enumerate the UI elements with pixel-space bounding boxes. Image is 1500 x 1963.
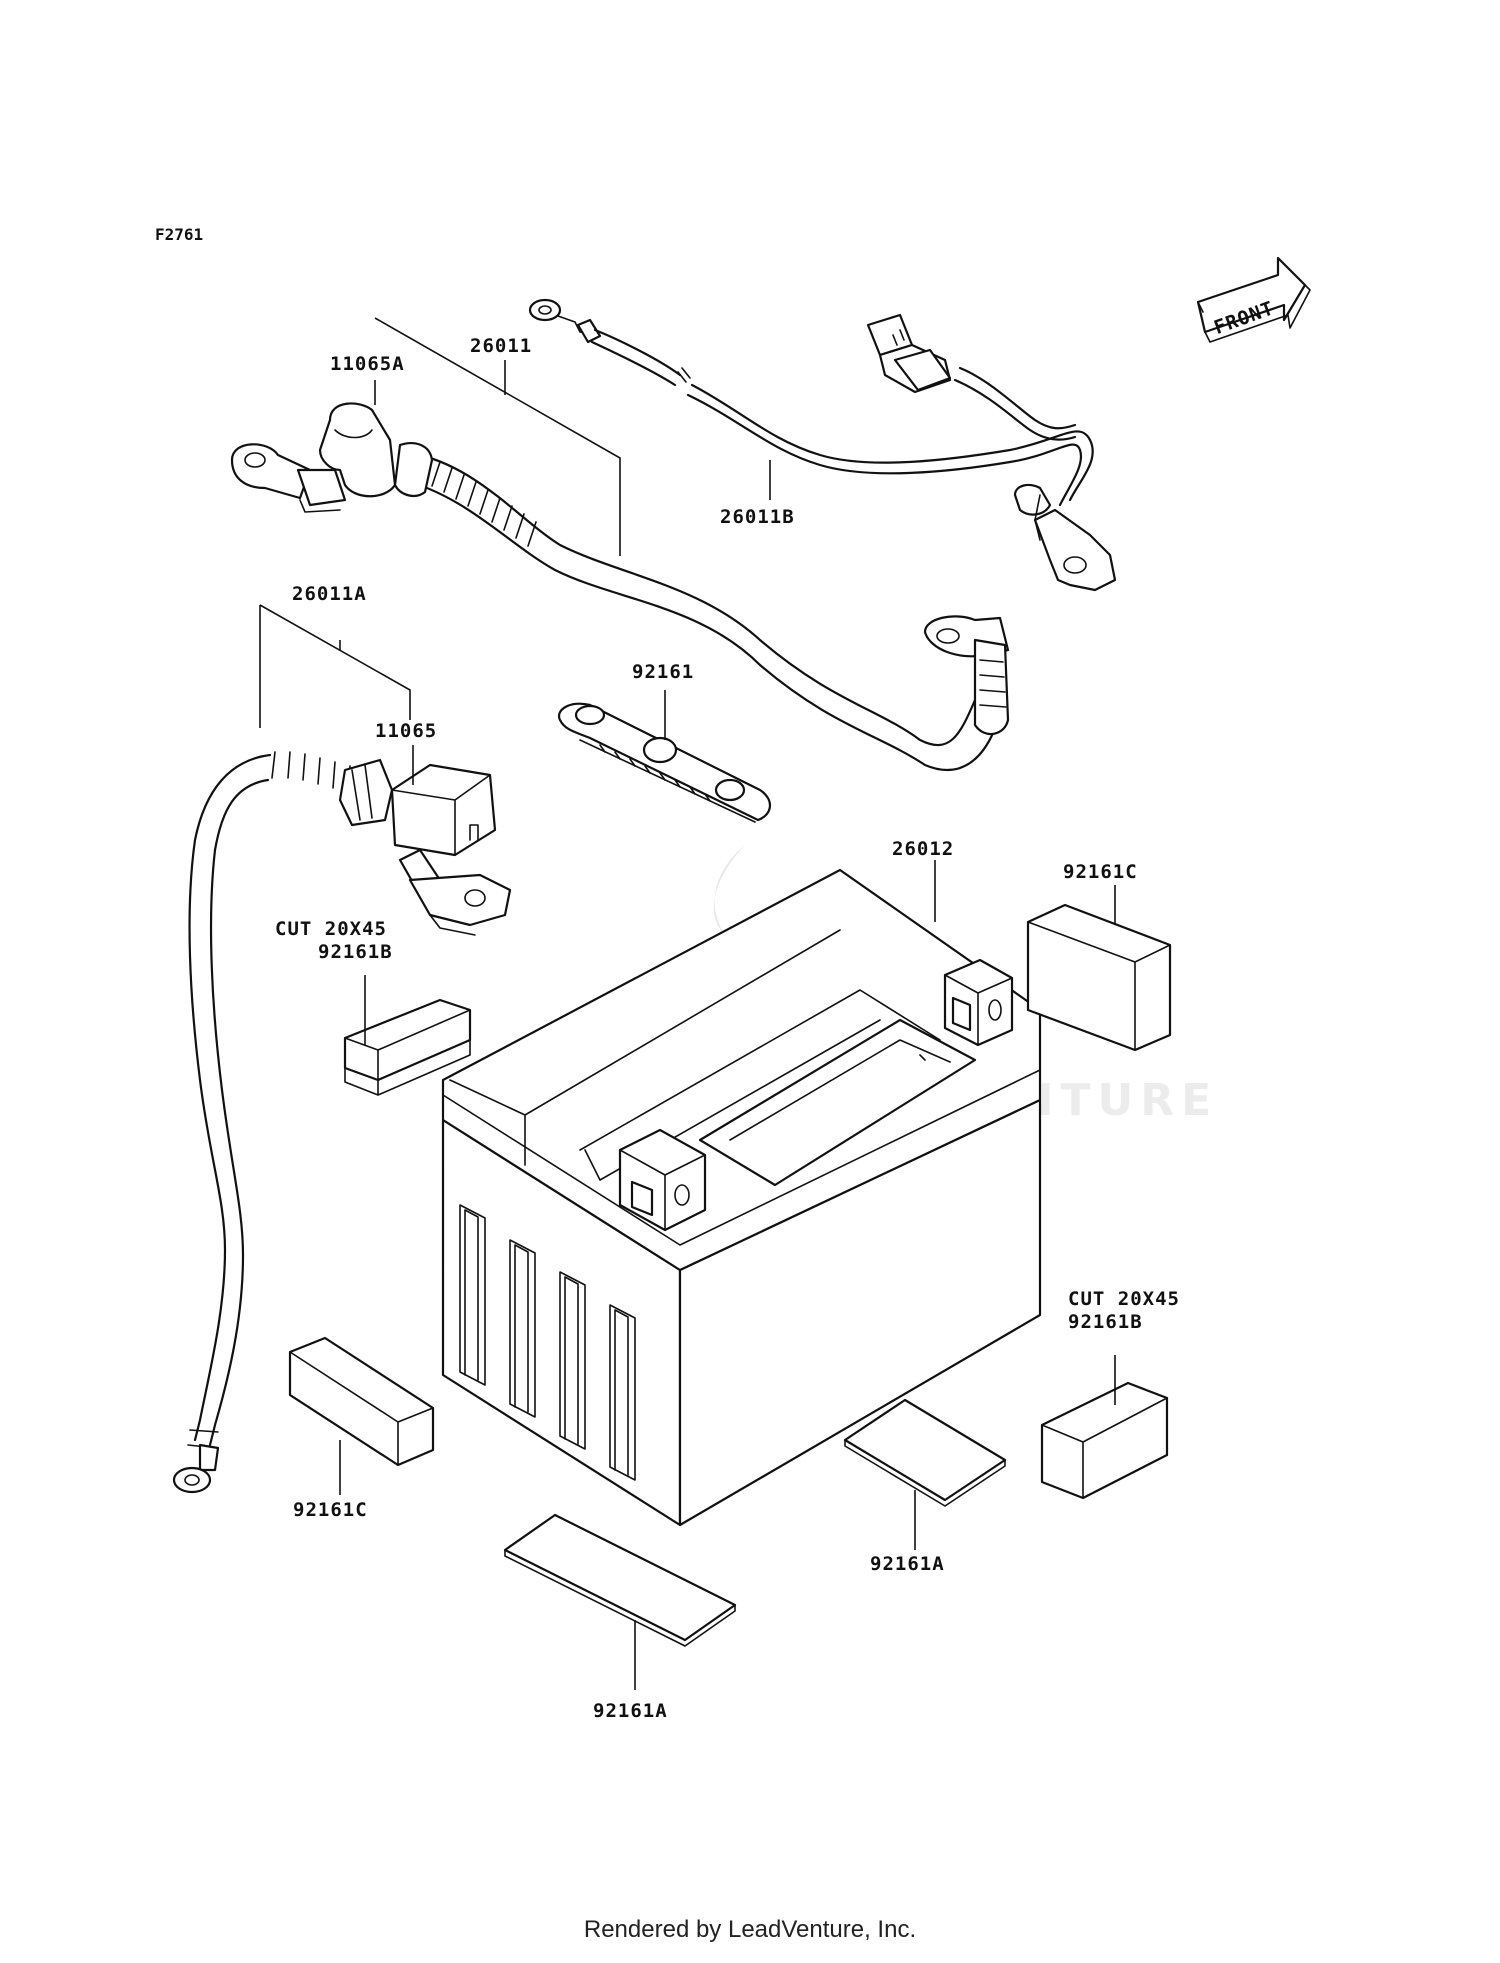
callout-92161C-right: 92161C [1063,861,1138,883]
callout-11065: 11065 [375,720,437,742]
callout-26011: 26011 [470,335,532,357]
pad-92161C-right [1026,903,1172,1052]
pad-92161C-left [288,1336,435,1467]
negative-cable [172,751,512,1494]
callout-92161A-right: 92161A [870,1553,945,1575]
callout-26011A: 26011A [292,583,367,605]
callout-labels: 11065A 26011 26011B 26011A 11065 92161 2… [275,335,1180,1722]
callout-26012: 26012 [892,838,954,860]
leader-lines [259,317,1116,1690]
pad-92161B-right [1040,1381,1169,1500]
diagram-code: F2761 [155,225,203,244]
footer-credit: Rendered by LeadVenture, Inc. [583,1916,917,1943]
callout-11065A: 11065A [330,353,405,375]
callout-92161A-bottom: 92161A [593,1700,668,1722]
callout-92161B-left: 92161B [318,941,393,963]
front-label: FRONT [1211,297,1277,339]
pad-92161A-right [843,1398,1007,1507]
battery [441,868,1042,1527]
battery-holder [557,702,771,823]
pad-92161B-left [343,998,472,1096]
sub-harness [528,298,1117,592]
callout-cut-right: CUT 20X45 [1068,1288,1180,1310]
positive-cable [230,402,1010,771]
callout-92161C-left: 92161C [293,1499,368,1521]
front-arrow-icon: FRONT [1196,256,1311,343]
callout-92161: 92161 [632,661,694,683]
callout-26011B: 26011B [720,506,795,528]
callout-92161B-right: 92161B [1068,1311,1143,1333]
callout-cut-left: CUT 20X45 [275,918,387,940]
pad-92161A-bottom [503,1513,737,1647]
